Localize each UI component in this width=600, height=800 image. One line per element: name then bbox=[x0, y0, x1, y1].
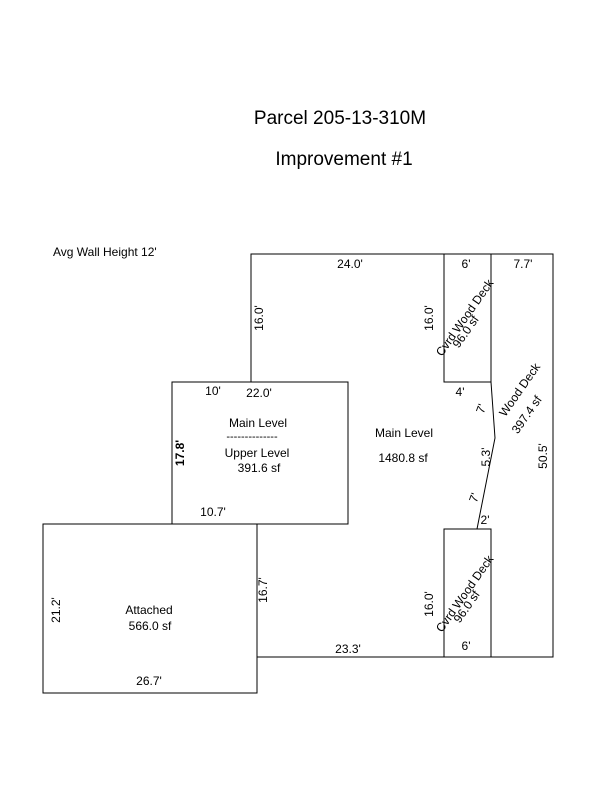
upper-divider: -------------- bbox=[226, 431, 278, 443]
deck-top-label: Cvrd Wood Deck bbox=[433, 276, 497, 359]
wood-deck-outline bbox=[476, 381, 496, 530]
attached-bottom-dimension: 26.7' bbox=[136, 674, 162, 688]
deck-top-left-dimension: 16.0' bbox=[422, 305, 436, 331]
main-level-label: Main Level bbox=[375, 426, 433, 440]
upper-top-dimension: 22.0' bbox=[246, 386, 272, 400]
attached-label: Attached bbox=[125, 603, 172, 617]
main-level-area: 1480.8 sf bbox=[378, 451, 428, 465]
covered-deck-bottom-outline bbox=[443, 528, 492, 658]
main-right-dimension: 50.5' bbox=[536, 443, 550, 469]
wood-deck-upper-dimension: 7' bbox=[473, 402, 489, 415]
attached-left-dimension: 21.2' bbox=[49, 597, 63, 623]
upper-level-outline bbox=[171, 381, 349, 525]
improvement-title: Improvement #1 bbox=[275, 149, 412, 170]
upper-level-area: 391.6 sf bbox=[238, 461, 281, 475]
deck-top-bottom-dimension: 4' bbox=[456, 385, 465, 399]
upper-level-label: Upper Level bbox=[225, 446, 290, 460]
main-bottom-dimension: 23.3' bbox=[335, 642, 361, 656]
wood-deck-lower-dimension: 7' bbox=[466, 491, 482, 504]
parcel-title: Parcel 205-13-310M bbox=[254, 108, 426, 129]
deck-top-top-dimension: 6' bbox=[462, 257, 471, 271]
upper-top-left-dimension: 10' bbox=[205, 384, 221, 398]
avg-wall-height-label: Avg Wall Height 12' bbox=[53, 245, 157, 259]
attached-area: 566.0 sf bbox=[129, 619, 172, 633]
deck-bottom-label: Cvrd Wood Deck bbox=[433, 552, 497, 635]
deck-bottom-left-dimension: 16.0' bbox=[422, 591, 436, 617]
upper-left-dimension: 17.8' bbox=[173, 440, 187, 466]
covered-deck-top-outline bbox=[443, 253, 492, 383]
main-left-dimension: 16.0' bbox=[252, 305, 266, 331]
main-top-right-dimension: 7.7' bbox=[514, 257, 533, 271]
wood-deck-middle-dimension: 5.3' bbox=[479, 448, 493, 467]
attached-right-dimension: 16.7' bbox=[256, 577, 270, 603]
deck-bottom-bottom-dimension: 6' bbox=[462, 639, 471, 653]
deck-bottom-top-dimension: 2' bbox=[481, 513, 490, 527]
upper-bottom-dimension: 10.7' bbox=[200, 505, 226, 519]
main-top-dimension: 24.0' bbox=[337, 257, 363, 271]
attached-outline bbox=[42, 523, 258, 694]
upper-main-level-label: Main Level bbox=[229, 416, 287, 430]
